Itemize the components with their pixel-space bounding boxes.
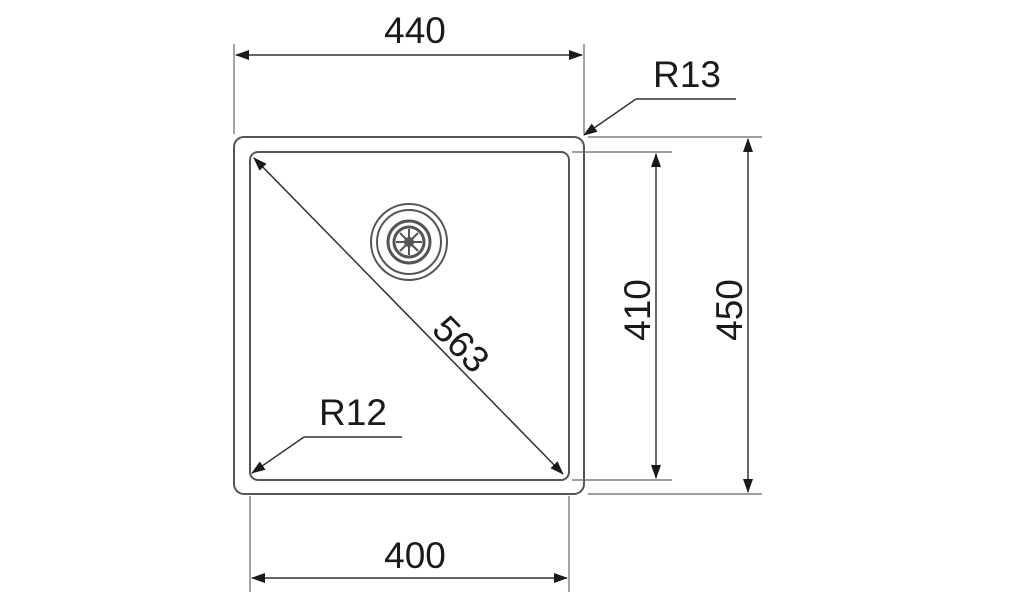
outer-radius-label: R13 [653, 54, 721, 95]
inner-radius-label: R12 [319, 392, 387, 433]
outer-width-label: 440 [384, 10, 446, 51]
dimension-diagonal: 563 [253, 157, 564, 475]
sink-inner-bowl [249, 151, 570, 481]
inner-height-label: 410 [617, 279, 658, 341]
dimension-inner-width: 400 [249, 496, 570, 592]
dimension-outer-width: 440 [233, 10, 585, 134]
dimension-inner-height: 410 [572, 151, 672, 481]
diagonal-label: 563 [425, 308, 497, 381]
sink-outer-outline [233, 136, 585, 495]
sink-drain-icon [370, 203, 448, 281]
callout-inner-radius: R12 [251, 392, 402, 474]
callout-outer-radius: R13 [583, 54, 736, 136]
dimension-outer-height: 450 [588, 136, 762, 495]
inner-width-label: 400 [384, 535, 446, 576]
outer-height-label: 450 [709, 279, 750, 341]
